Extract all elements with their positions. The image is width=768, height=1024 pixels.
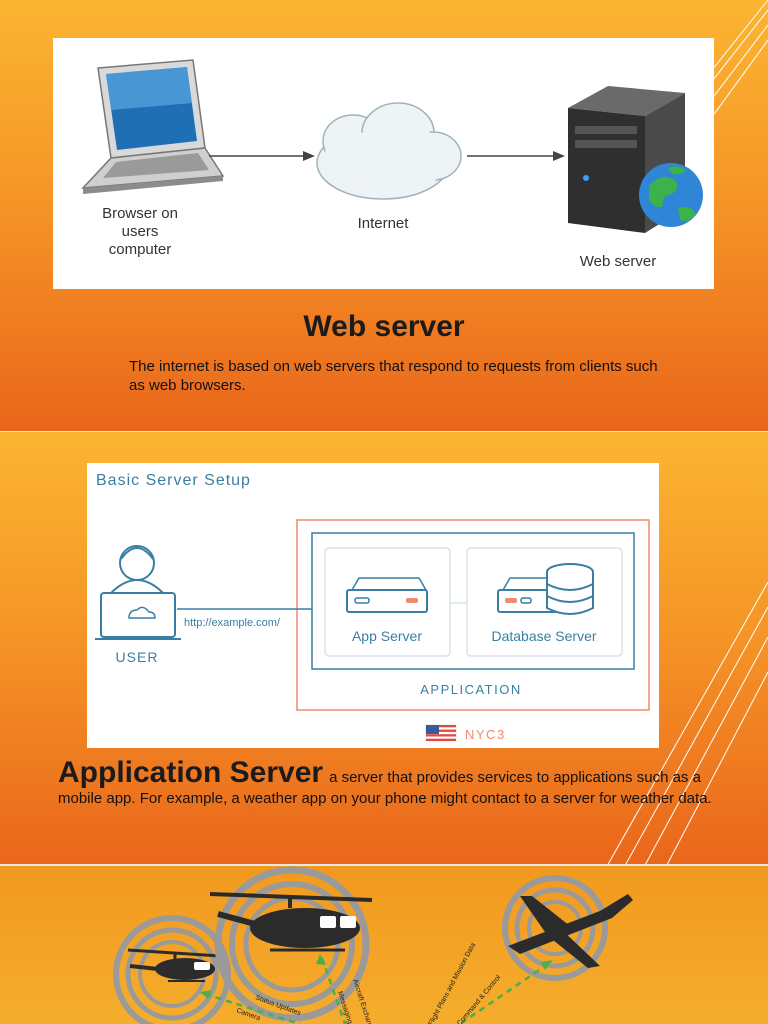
- web-server-label: Web server: [580, 253, 656, 270]
- internet-label: Internet: [358, 215, 410, 232]
- user-icon: [108, 545, 166, 596]
- helicopter-small-icon: [127, 948, 221, 982]
- slide-divider: [0, 864, 768, 867]
- browser-label-line-2: users: [122, 223, 159, 240]
- slide-body-text: a server that provides services to appli…: [58, 769, 712, 807]
- cloud-icon: [316, 102, 462, 200]
- laptop-icon: [81, 59, 225, 194]
- region-box: [296, 519, 650, 711]
- basic-server-setup-diagram: Basic Server Setup USER http://example.c…: [87, 463, 659, 748]
- slide-web-server: Browser on users computer Internet Web s…: [0, 0, 768, 432]
- aircraft-communication-illustration: Status Updates Camera Aircraft Exchange …: [113, 866, 633, 1024]
- user-label: USER: [116, 649, 159, 665]
- command-control-label: Command & Control: [456, 974, 502, 1024]
- slide-heading: Application Server: [58, 756, 324, 789]
- application-box: [311, 532, 635, 670]
- airplane-icon: [508, 894, 633, 968]
- browser-label-line-1: Browser on: [102, 205, 178, 222]
- web-server-diagram: Browser on users computer Internet Web s…: [53, 38, 714, 289]
- browser-label-line-3: computer: [109, 241, 172, 258]
- signal-rings: [502, 875, 608, 981]
- app-server-label: App Server: [352, 628, 422, 644]
- messaging-label: Messaging: [336, 990, 353, 1024]
- slide-title: Web server: [303, 310, 465, 343]
- region-label: NYC3: [465, 727, 506, 742]
- data-link-arrows: [200, 954, 553, 1024]
- decorative-lines: [606, 582, 768, 866]
- globe-icon: [639, 163, 703, 227]
- app-server-icon: [346, 577, 428, 613]
- app-server-card: [324, 547, 451, 657]
- application-label: APPLICATION: [420, 682, 522, 697]
- diagram-title: Basic Server Setup: [96, 472, 251, 489]
- slide-aircraft-communication: Status Updates Camera Aircraft Exchange …: [0, 866, 768, 1024]
- database-server-label: Database Server: [491, 628, 596, 644]
- helicopter-large-icon: [209, 892, 373, 952]
- signal-rings: [113, 915, 231, 1024]
- slide-body-text: The internet is based on web servers tha…: [129, 358, 658, 394]
- aircraft-exchange-label: Aircraft Exchange: [351, 978, 375, 1024]
- slide-application-server: Basic Server Setup USER http://example.c…: [0, 432, 768, 866]
- database-server-icon: [497, 563, 594, 615]
- url-label: http://example.com/: [184, 617, 281, 629]
- laptop-icon: [95, 592, 181, 640]
- us-flag-icon: [425, 724, 457, 742]
